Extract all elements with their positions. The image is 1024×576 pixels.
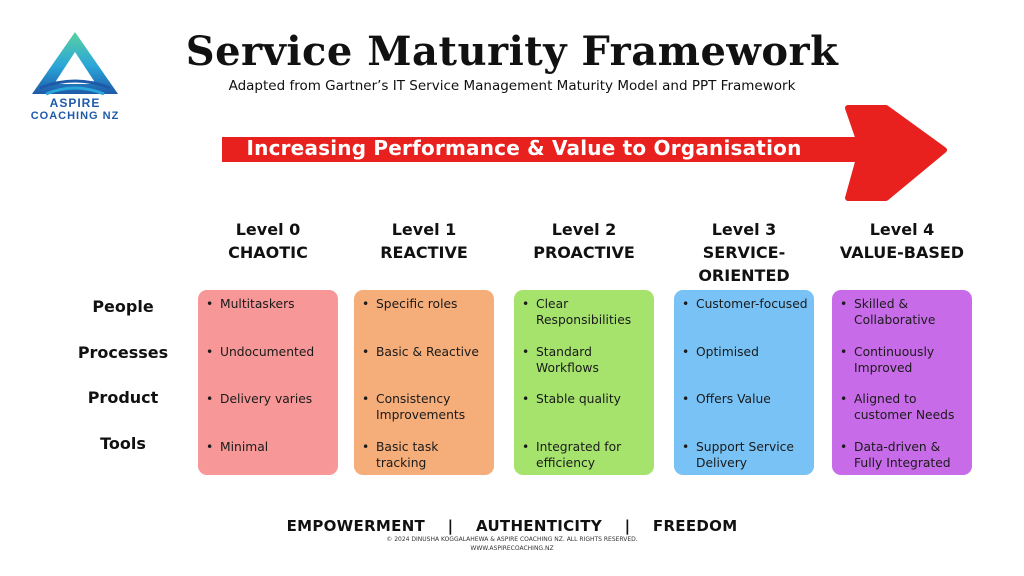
list-item: •Minimal: [206, 440, 269, 454]
page-title: Service Maturity Framework: [185, 28, 839, 75]
list-item: •Specific roles: [362, 297, 458, 311]
level-2-header: Level 2 PROACTIVE: [514, 218, 654, 264]
level-name-line-2: ORIENTED: [698, 266, 790, 285]
level-name: PROACTIVE: [533, 243, 635, 262]
level-0-header: Level 0 CHAOTIC: [198, 218, 338, 264]
logo-mountain-icon: [32, 32, 118, 96]
list-item: •Standard Workflows: [522, 345, 599, 375]
list-item: •Consistency Improvements: [362, 392, 466, 422]
level-3-card: •Customer-focused •Optimised •Offers Val…: [674, 290, 814, 475]
logo-line-2: COACHING NZ: [30, 110, 120, 122]
list-item: •Data-driven & Fully Integrated: [840, 440, 951, 470]
list-item: •Basic & Reactive: [362, 345, 479, 359]
list-item: •Offers Value: [682, 392, 771, 406]
level-1-header: Level 1 REACTIVE: [354, 218, 494, 264]
level-4-header: Level 4 VALUE-BASED: [832, 218, 972, 264]
level-name: REACTIVE: [380, 243, 468, 262]
list-item: •Customer-focused: [682, 297, 808, 311]
row-label-processes: Processes: [77, 343, 169, 362]
level-1-card: •Specific roles •Basic & Reactive •Consi…: [354, 290, 494, 475]
right-arrow-icon: [222, 105, 947, 201]
level-0-card: •Multitaskers •Undocumented •Delivery va…: [198, 290, 338, 475]
level-4-card: •Skilled & Collaborative •Continuously I…: [832, 290, 972, 475]
website-link[interactable]: WWW.ASPIRECOACHING.NZ: [470, 545, 554, 552]
row-label-tools: Tools: [100, 434, 146, 453]
values-line: EMPOWERMENT | AUTHENTICITY | FREEDOM: [286, 517, 738, 535]
row-label-people: People: [92, 297, 154, 316]
level-2-card: •Clear Responsibilities •Standard Workfl…: [514, 290, 654, 475]
list-item: •Multitaskers: [206, 297, 295, 311]
list-item: •Continuously Improved: [840, 345, 935, 375]
list-item: •Support Service Delivery: [682, 440, 794, 470]
arrow-label: Increasing Performance & Value to Organi…: [246, 136, 802, 160]
level-name-line-1: SERVICE-: [702, 243, 786, 262]
level-number: Level 1: [391, 220, 457, 239]
level-name: CHAOTIC: [228, 243, 308, 262]
list-item: •Basic task tracking: [362, 440, 439, 470]
level-number: Level 3: [711, 220, 777, 239]
logo: ASPIRE COACHING NZ: [20, 30, 130, 130]
logo-line-1: ASPIRE: [49, 96, 101, 110]
progress-arrow: [220, 104, 948, 202]
page-subtitle: Adapted from Gartner’s IT Service Manage…: [228, 78, 796, 94]
level-number: Level 0: [235, 220, 301, 239]
level-3-header: Level 3 SERVICE- ORIENTED: [674, 218, 814, 287]
list-item: •Integrated for efficiency: [522, 440, 622, 470]
list-item: •Skilled & Collaborative: [840, 297, 936, 327]
list-item: •Aligned to customer Needs: [840, 392, 955, 422]
row-label-product: Product: [87, 388, 159, 407]
list-item: •Optimised: [682, 345, 759, 359]
copyright-text: © 2024 DINUSHA KOGGALAHEWA & ASPIRE COAC…: [386, 536, 638, 543]
list-item: •Delivery varies: [206, 392, 313, 406]
level-name: VALUE-BASED: [839, 243, 965, 262]
level-number: Level 4: [869, 220, 935, 239]
level-number: Level 2: [551, 220, 617, 239]
list-item: •Stable quality: [522, 392, 621, 406]
list-item: •Clear Responsibilities: [522, 297, 632, 327]
list-item: •Undocumented: [206, 345, 315, 359]
